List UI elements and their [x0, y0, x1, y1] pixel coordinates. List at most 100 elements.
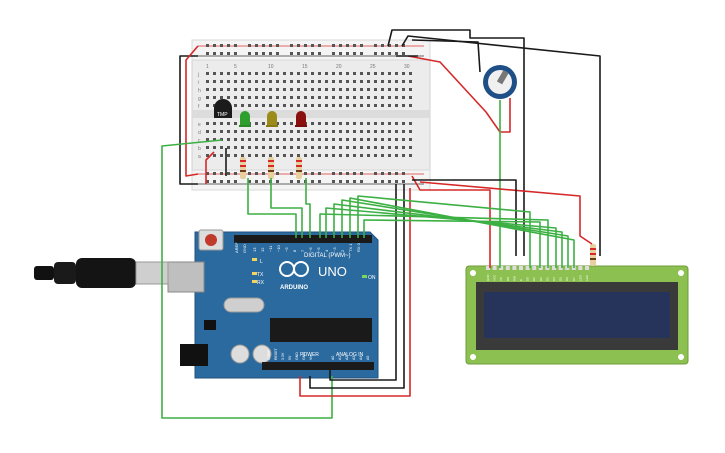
digital-header[interactable]: [234, 235, 372, 243]
breadboard-hole[interactable]: [248, 72, 251, 75]
breadboard-hole[interactable]: [290, 88, 293, 91]
rail-hole[interactable]: [388, 44, 391, 47]
breadboard-hole[interactable]: [248, 96, 251, 99]
rail-hole[interactable]: [332, 172, 335, 175]
breadboard-hole[interactable]: [248, 138, 251, 141]
breadboard-hole[interactable]: [402, 130, 405, 133]
rail-hole[interactable]: [395, 44, 398, 47]
breadboard-hole[interactable]: [360, 72, 363, 75]
breadboard-hole[interactable]: [297, 154, 300, 157]
breadboard-hole[interactable]: [402, 154, 405, 157]
breadboard-hole[interactable]: [276, 122, 279, 125]
breadboard-hole[interactable]: [206, 96, 209, 99]
rail-hole[interactable]: [402, 52, 405, 55]
rail-hole[interactable]: [206, 52, 209, 55]
rail-hole[interactable]: [339, 172, 342, 175]
breadboard-hole[interactable]: [255, 138, 258, 141]
breadboard-hole[interactable]: [353, 130, 356, 133]
breadboard-hole[interactable]: [325, 96, 328, 99]
breadboard-hole[interactable]: [262, 154, 265, 157]
breadboard-hole[interactable]: [402, 88, 405, 91]
breadboard-hole[interactable]: [304, 154, 307, 157]
breadboard-hole[interactable]: [381, 154, 384, 157]
breadboard-hole[interactable]: [339, 122, 342, 125]
rail-hole[interactable]: [290, 44, 293, 47]
breadboard-hole[interactable]: [248, 146, 251, 149]
breadboard-hole[interactable]: [388, 88, 391, 91]
breadboard-hole[interactable]: [241, 88, 244, 91]
breadboard-hole[interactable]: [213, 96, 216, 99]
breadboard-hole[interactable]: [360, 88, 363, 91]
rail-hole[interactable]: [318, 180, 321, 183]
breadboard-holes[interactable]: [206, 44, 412, 183]
breadboard-hole[interactable]: [283, 122, 286, 125]
breadboard-hole[interactable]: [332, 130, 335, 133]
breadboard-hole[interactable]: [353, 122, 356, 125]
breadboard-hole[interactable]: [332, 146, 335, 149]
rail-hole[interactable]: [374, 44, 377, 47]
breadboard-hole[interactable]: [367, 96, 370, 99]
breadboard-hole[interactable]: [360, 122, 363, 125]
breadboard-hole[interactable]: [304, 88, 307, 91]
breadboard-hole[interactable]: [318, 138, 321, 141]
breadboard[interactable]: j i h g f e d c b a 1 5 10 15 20 25 30: [191, 39, 431, 191]
breadboard-hole[interactable]: [311, 138, 314, 141]
breadboard-hole[interactable]: [332, 96, 335, 99]
breadboard-hole[interactable]: [276, 88, 279, 91]
breadboard-hole[interactable]: [367, 154, 370, 157]
rail-hole[interactable]: [381, 52, 384, 55]
breadboard-hole[interactable]: [234, 96, 237, 99]
breadboard-hole[interactable]: [297, 104, 300, 107]
resistor-3[interactable]: [296, 157, 302, 179]
breadboard-hole[interactable]: [395, 146, 398, 149]
breadboard-hole[interactable]: [346, 104, 349, 107]
breadboard-hole[interactable]: [311, 104, 314, 107]
lcd-pin[interactable]: [532, 266, 537, 270]
breadboard-hole[interactable]: [318, 122, 321, 125]
breadboard-hole[interactable]: [213, 88, 216, 91]
resistor-2[interactable]: [268, 157, 274, 179]
lcd-pin[interactable]: [486, 266, 490, 270]
rail-hole[interactable]: [381, 180, 384, 183]
breadboard-hole[interactable]: [318, 88, 321, 91]
led-red[interactable]: [295, 111, 307, 127]
potentiometer[interactable]: [483, 65, 517, 99]
breadboard-hole[interactable]: [395, 122, 398, 125]
rail-hole[interactable]: [213, 44, 216, 47]
temperature-sensor[interactable]: TMP: [214, 99, 232, 118]
breadboard-hole[interactable]: [290, 122, 293, 125]
breadboard-hole[interactable]: [269, 104, 272, 107]
breadboard-hole[interactable]: [290, 72, 293, 75]
breadboard-hole[interactable]: [388, 72, 391, 75]
breadboard-hole[interactable]: [255, 96, 258, 99]
breadboard-hole[interactable]: [360, 146, 363, 149]
rail-hole[interactable]: [339, 180, 342, 183]
breadboard-hole[interactable]: [388, 138, 391, 141]
rail-hole[interactable]: [346, 44, 349, 47]
usb-cable[interactable]: [34, 258, 169, 288]
breadboard-hole[interactable]: [241, 138, 244, 141]
breadboard-hole[interactable]: [402, 146, 405, 149]
breadboard-hole[interactable]: [409, 146, 412, 149]
breadboard-hole[interactable]: [381, 96, 384, 99]
breadboard-hole[interactable]: [290, 96, 293, 99]
breadboard-hole[interactable]: [276, 138, 279, 141]
breadboard-hole[interactable]: [255, 88, 258, 91]
breadboard-hole[interactable]: [325, 72, 328, 75]
rail-hole[interactable]: [304, 52, 307, 55]
breadboard-hole[interactable]: [360, 96, 363, 99]
breadboard-hole[interactable]: [367, 72, 370, 75]
rail-hole[interactable]: [276, 52, 279, 55]
breadboard-hole[interactable]: [220, 146, 223, 149]
breadboard-hole[interactable]: [283, 88, 286, 91]
breadboard-hole[interactable]: [332, 154, 335, 157]
rail-hole[interactable]: [332, 44, 335, 47]
breadboard-hole[interactable]: [360, 80, 363, 83]
breadboard-hole[interactable]: [297, 80, 300, 83]
breadboard-hole[interactable]: [409, 122, 412, 125]
rail-hole[interactable]: [206, 172, 209, 175]
wires[interactable]: [161, 29, 601, 419]
breadboard-hole[interactable]: [339, 154, 342, 157]
breadboard-hole[interactable]: [360, 130, 363, 133]
